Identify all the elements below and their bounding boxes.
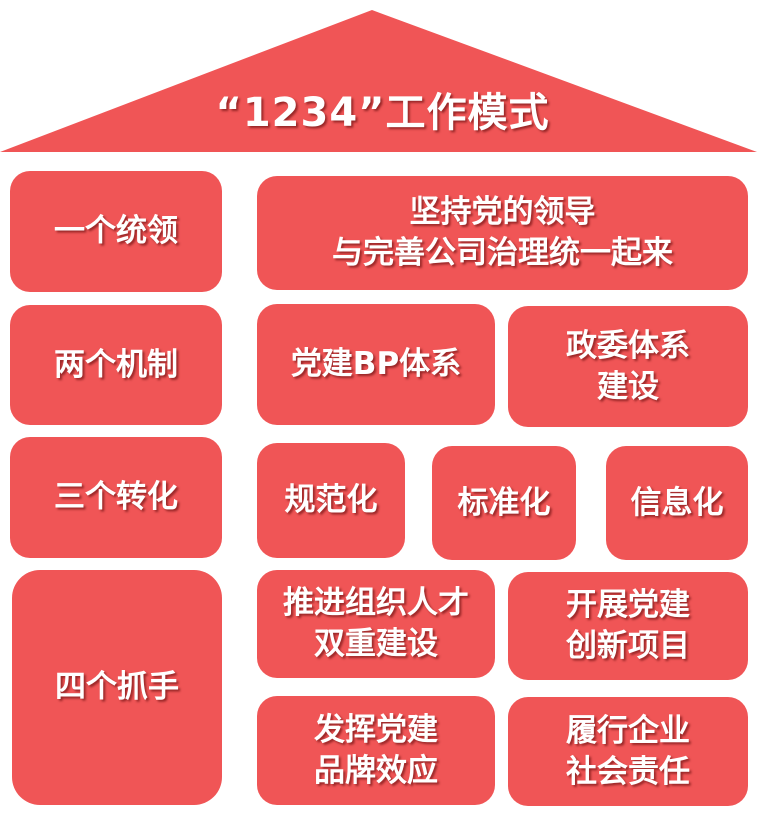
item-1-1: 坚持党的领导 与完善公司治理统一起来 bbox=[257, 176, 748, 290]
row-label-text: 一个统领 bbox=[54, 213, 178, 249]
item-text: 推进组织人才 双重建设 bbox=[283, 585, 469, 662]
item-4-4: 履行企业 社会责任 bbox=[508, 697, 748, 806]
item-4-3: 发挥党建 品牌效应 bbox=[257, 696, 495, 805]
item-2-2: 政委体系 建设 bbox=[508, 306, 748, 427]
item-3-2: 标准化 bbox=[432, 446, 576, 560]
row-label-text: 三个转化 bbox=[54, 479, 178, 515]
item-text: 政委体系 建设 bbox=[566, 327, 690, 405]
item-text: 信息化 bbox=[630, 484, 724, 521]
row-label-3: 三个转化 bbox=[10, 437, 222, 558]
item-3-3: 信息化 bbox=[606, 446, 748, 560]
row-label-text: 四个抓手 bbox=[55, 669, 179, 705]
item-text: 发挥党建 品牌效应 bbox=[314, 711, 438, 789]
page-title: “1234”工作模式 bbox=[215, 90, 550, 136]
item-3-1: 规范化 bbox=[257, 443, 405, 558]
item-text: 坚持党的领导 与完善公司治理统一起来 bbox=[332, 194, 673, 271]
item-text: 履行企业 社会责任 bbox=[566, 712, 690, 790]
row-label-text: 两个机制 bbox=[54, 346, 178, 383]
item-2-1: 党建BP体系 bbox=[257, 304, 495, 425]
item-text: 开展党建 创新项目 bbox=[566, 587, 690, 664]
row-label-1: 一个统领 bbox=[10, 171, 222, 292]
row-label-2: 两个机制 bbox=[10, 305, 222, 425]
item-text: 标准化 bbox=[457, 484, 551, 521]
item-text: 党建BP体系 bbox=[290, 346, 462, 382]
item-text: 规范化 bbox=[284, 482, 378, 518]
roof-triangle bbox=[0, 10, 757, 152]
item-4-2: 开展党建 创新项目 bbox=[508, 572, 748, 680]
row-label-4: 四个抓手 bbox=[12, 570, 222, 805]
item-4-1: 推进组织人才 双重建设 bbox=[257, 570, 495, 678]
